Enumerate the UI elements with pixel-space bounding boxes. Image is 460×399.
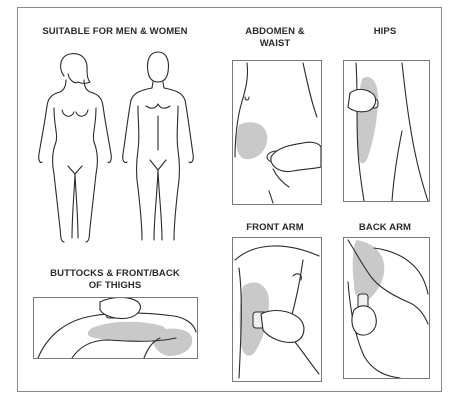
thighs-illustration bbox=[34, 298, 197, 358]
heading-abdomen-waist: ABDOMEN & WAIST bbox=[230, 26, 320, 50]
heading-back-arm: BACK ARM bbox=[340, 222, 430, 234]
heading-front-arm-text: FRONT ARM bbox=[246, 222, 304, 233]
men-women-figures bbox=[30, 46, 200, 251]
female-figure-icon bbox=[39, 54, 112, 242]
buttocks-thighs-panel bbox=[33, 297, 198, 359]
heading-front-arm: FRONT ARM bbox=[230, 222, 320, 234]
heading-men-women-text: SUITABLE FOR MEN & WOMEN bbox=[42, 26, 187, 37]
front-arm-panel bbox=[232, 237, 322, 382]
back-arm-illustration bbox=[344, 238, 429, 378]
heading-men-women: SUITABLE FOR MEN & WOMEN bbox=[20, 26, 210, 38]
heading-abdomen-line2: WAIST bbox=[230, 38, 320, 50]
back-arm-panel bbox=[343, 237, 430, 379]
heading-hips-text: HIPS bbox=[374, 26, 397, 37]
hips-illustration bbox=[344, 61, 429, 201]
heading-buttocks-line2: OF THIGHS bbox=[25, 280, 205, 292]
male-figure-icon bbox=[123, 52, 194, 240]
abdomen-illustration bbox=[233, 61, 321, 204]
figures-svg bbox=[30, 46, 200, 251]
abdomen-panel bbox=[232, 60, 322, 205]
hips-panel bbox=[343, 60, 430, 202]
heading-abdomen-line1: ABDOMEN & bbox=[230, 26, 320, 38]
front-arm-illustration bbox=[233, 238, 321, 381]
heading-back-arm-text: BACK ARM bbox=[359, 222, 411, 233]
heading-buttocks-thighs: BUTTOCKS & FRONT/BACK OF THIGHS bbox=[25, 268, 205, 292]
heading-hips: HIPS bbox=[340, 26, 430, 38]
heading-buttocks-line1: BUTTOCKS & FRONT/BACK bbox=[25, 268, 205, 280]
